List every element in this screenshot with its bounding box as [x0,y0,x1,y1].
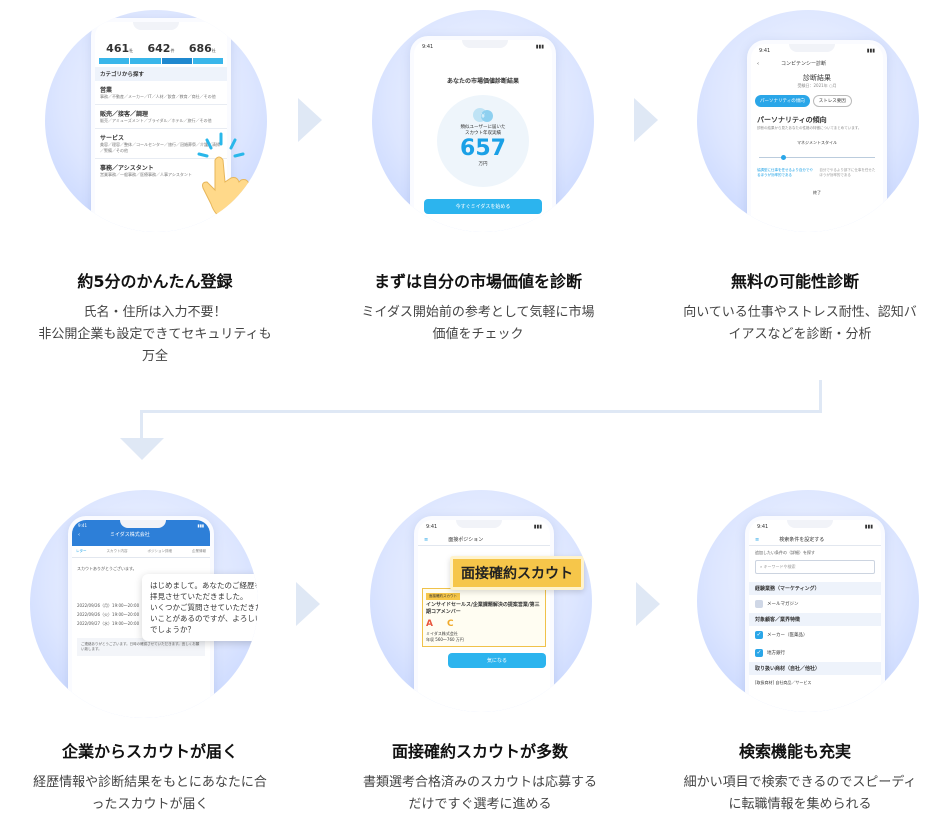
step-3-description: 向いている仕事やストレス耐性、認知バ イアスなどを診断・分析 [683,305,917,342]
arrow-right-icon [296,582,320,626]
interested-button[interactable]: 気になる [448,653,546,668]
step-3: 9:41▮▮▮ ‹コンピテンシー診断 診断結果 受験日：2021年 ○月 パーソ… [655,0,951,380]
step-2-title: まずは自分の市場価値を診断 [373,272,582,291]
step-4-title: 企業からスカウトが届く [61,742,238,761]
interview-scout-badge: 面接確約スカウト [450,556,584,590]
arrow-right-icon [634,98,658,142]
step-1-title: 約5分のかんたん登録 [77,272,233,291]
scout-message: はじめまして。あなたのご経歴を 拝見させていただきました。 いくつかご質問させて… [142,574,258,641]
connector-line [819,380,822,413]
step-6-title: 検索機能も充実 [738,742,851,761]
step-5-illustration: 9:41▮▮▮ ≡面接ポジション 面接確約スカウト インサイドセールス/企業課題… [370,490,592,712]
step-4-description: 経歴情報や診断結果をもとにあなたに合 ったスカウトが届く [33,775,267,812]
step-6: 9:41▮▮▮ ≡検索条件を設定する 追加したい条件の（詳細）を探す ⌕ キーワ… [655,470,951,822]
pointing-hand-icon [197,132,262,230]
connector-line [140,410,822,413]
step-5: 9:41▮▮▮ ≡面接ポジション 面接確約スカウト インサイドセールス/企業課題… [330,470,630,822]
step-1: 461社 642件 686社 カテゴリから探す 営業 事務／不動産／メーカー／I… [5,0,305,380]
step-4: 9:41▮▮▮ ‹ミイダス株式会社 レタースカウト内容ポジション詳細企業情報 ス… [0,470,300,822]
step-2-description: ミイダス開始前の参考として気軽に市場 価値をチェック [361,305,595,342]
step-4-illustration: 9:41▮▮▮ ‹ミイダス株式会社 レタースカウト内容ポジション詳細企業情報 ス… [30,490,258,718]
checkbox[interactable]: ✓ [755,631,763,639]
arrow-right-icon [298,98,322,142]
start-button[interactable]: 今すぐミイダスを始める [424,199,542,214]
step-5-title: 面接確約スカウトが多数 [391,742,568,761]
connector-line [140,410,143,440]
arrow-down-icon [120,438,164,460]
step-1-illustration: 461社 642件 686社 カテゴリから探す 営業 事務／不動産／メーカー／I… [45,10,267,232]
arrow-right-icon [636,582,660,626]
step-3-illustration: 9:41▮▮▮ ‹コンピテンシー診断 診断結果 受験日：2021年 ○月 パーソ… [697,10,919,232]
step-2: 9:41▮▮▮ あなたの市場価値診断結果 ¥ 類似ユーザーに届いた スカウト年収… [328,0,628,380]
svg-text:¥: ¥ [481,113,485,120]
step-1-description: 氏名・住所は入力不要！ 非公開企業も設定できてセキュリティも 万全 [38,305,272,364]
step-2-illustration: 9:41▮▮▮ あなたの市場価値診断結果 ¥ 類似ユーザーに届いた スカウト年収… [372,10,594,232]
search-input[interactable]: ⌕ キーワードや検索 [755,560,875,574]
step-5-description: 書類選考合格済みのスカウトは応募する だけですぐ選考に進める [362,775,597,812]
checkbox[interactable] [755,600,763,608]
checkbox[interactable]: ✓ [755,649,763,657]
money-bag-icon: ¥ [473,108,493,122]
step-6-description: 細かい項目で検索できるのでスピーディ に転職情報を集められる [683,775,917,812]
step-6-illustration: 9:41▮▮▮ ≡検索条件を設定する 追加したい条件の（詳細）を探す ⌕ キーワ… [697,490,919,712]
step-3-title: 無料の可能性診断 [730,272,859,291]
